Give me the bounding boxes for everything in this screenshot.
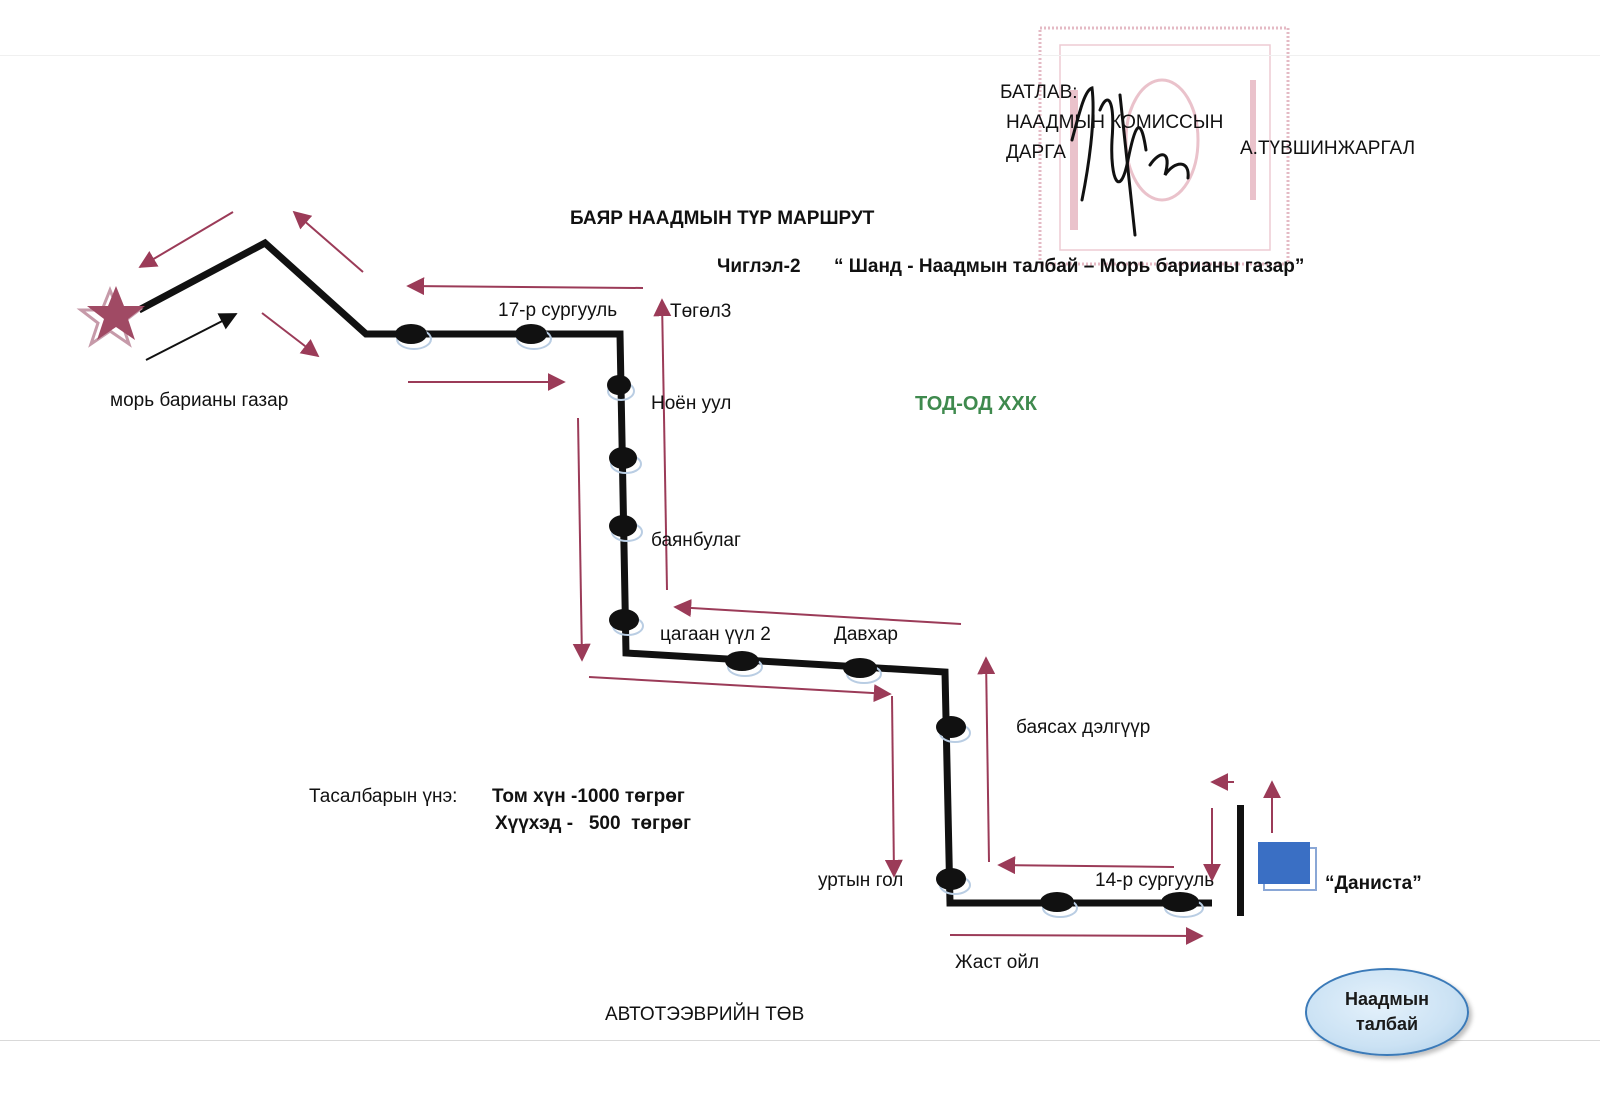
stop-label-urtyn-gol[interactable]: уртын гол [818,870,904,891]
company-name: ТОД-ОД ХХК [915,393,1037,415]
approval-stamp [1038,26,1290,266]
route-line [137,238,1212,907]
bottom-rule [0,1040,1600,1041]
stop-marker[interactable] [1040,892,1078,918]
terminal-bar [1237,805,1244,916]
stop-label-zhast-oil[interactable]: Жаст ойл [955,952,1040,973]
route-name: “ Шанд - Наадмын талбай – Морь барианы г… [834,256,1305,277]
stop-marker[interactable] [609,609,644,636]
page-title: БАЯР НААДМЫН ТҮР МАРШРУТ [570,208,875,229]
stop-label-school17[interactable]: 17-р сургууль [498,300,618,321]
stop-marker[interactable] [607,375,635,401]
stop-label-danista[interactable]: “Даниста” [1325,873,1422,894]
stop-marker[interactable] [609,447,642,474]
badge-line-2: талбай [1355,1014,1419,1034]
approval-line-3: ДАРГА [1006,142,1066,163]
route-code: Чиглэл-2 [717,256,801,277]
stop-label-davkhar[interactable]: Давхар [834,624,898,645]
direction-arrows [138,210,1281,945]
badge-line-1: Наадмын [1344,989,1429,1009]
approval-name: А.ТҮВШИНЖАРГАЛ [1240,138,1416,159]
start-arrow [145,313,238,361]
star-icon [76,285,145,348]
stop-marker[interactable] [395,324,432,350]
stop-label-noyon-uul[interactable]: Ноён уул [651,393,732,414]
approval-block: БАТЛАВ: НААДМЫН КОМИССЫН ДАРГА [1000,78,1223,168]
stop-marker[interactable] [1161,892,1204,918]
stop-label-bayanbulag[interactable]: баянбулаг [651,530,741,551]
approval-line-1: БАТЛАВ: [1000,82,1078,103]
destination-label: морь барианы газар [110,390,289,411]
stop-marker[interactable] [936,716,971,743]
approval-line-2: НААДМЫН КОМИССЫН [1006,112,1224,133]
top-rule [0,55,1600,56]
bus-stops [395,324,1204,918]
stop-label-school14[interactable]: 14-р сургууль [1095,870,1215,891]
stop-marker[interactable] [515,324,552,350]
naadam-field-badge[interactable]: Наадмын талбай [1305,968,1469,1056]
stop-marker[interactable] [936,868,971,895]
stop-label-tsagaan-uul2[interactable]: цагаан үүл 2 [660,624,771,645]
signature [1070,86,1190,237]
building-icon [1258,842,1317,891]
stop-label-tegel3[interactable]: Төгөл3 [670,301,732,322]
stop-marker[interactable] [843,658,882,684]
fare-label: Тасалбарын үнэ: [309,786,458,807]
stop-marker[interactable] [725,651,763,677]
autotransport-label: АВТОТЭЭВРИЙН ТӨВ [605,1004,805,1025]
fare-child: Хүүхэд - 500 төгрөг [495,813,692,834]
stop-label-bayasakh[interactable]: баясах дэлгүүр [1016,717,1151,738]
fare-adult: Том хүн -1000 төгрөг [492,786,685,807]
stop-marker[interactable] [609,515,643,542]
